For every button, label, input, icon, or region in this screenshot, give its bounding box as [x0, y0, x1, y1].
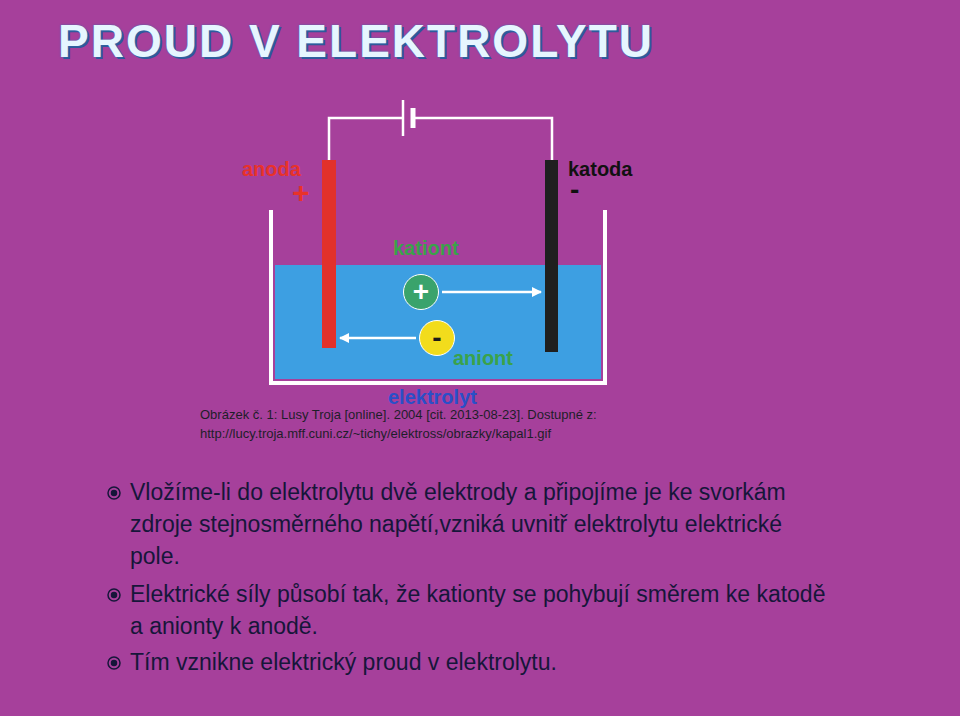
ion-motion-arrow [442, 291, 541, 294]
ion-sign: - [432, 324, 441, 352]
figure-caption: Obrázek č. 1: Lusy Troja [online]. 2004 … [200, 405, 680, 443]
bullet-symbols [108, 487, 120, 669]
bullet-text: Elektrické síly působí tak, že kationty … [130, 578, 830, 642]
wire [329, 118, 552, 160]
bullet-text: Vložíme-li do elektrolytu dvě elektrody … [130, 476, 830, 572]
slide-title: PROUD V ELEKTROLYTU [58, 14, 654, 68]
ion-label: aniont [453, 347, 513, 370]
ion-label: kationt [393, 237, 459, 260]
polarity-sign: + [292, 176, 310, 210]
electrolyte-label: elektrolyt [388, 386, 477, 409]
battery-plate-short [411, 108, 416, 128]
bullet-text: Tím vznikne elektrický proud v elektroly… [130, 646, 830, 678]
cation-circle: kationt+ [403, 274, 439, 310]
polarity-sign: - [570, 174, 579, 206]
ion-sign: + [413, 278, 429, 306]
cathode-electrode: katoda- [545, 160, 558, 352]
battery-plate-long [402, 100, 405, 136]
anion-circle: -aniont [419, 320, 455, 356]
anode-electrode: anoda+ [322, 160, 336, 348]
ion-motion-arrow [340, 337, 416, 340]
